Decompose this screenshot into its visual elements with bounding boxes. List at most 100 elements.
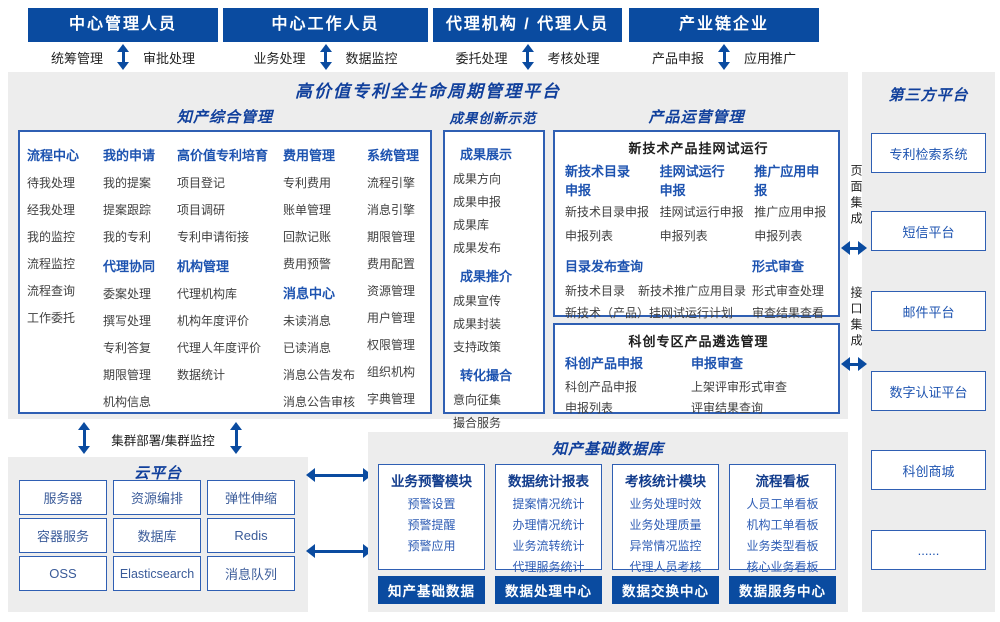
menu-item: 工作委托 bbox=[27, 311, 76, 325]
module-item: 办理情况统计 bbox=[512, 518, 585, 532]
group-header: 成果推介 bbox=[460, 269, 513, 284]
menu-item: 申报列表 bbox=[565, 229, 614, 243]
group-header: 推广应用申报 bbox=[754, 164, 820, 198]
menu-item: 我的专利 bbox=[103, 230, 152, 244]
menu-item: 项目调研 bbox=[177, 203, 226, 217]
menu-item: 流程引擎 bbox=[367, 176, 416, 190]
group-header: 高价值专利培育 bbox=[177, 148, 269, 163]
data-library-grid: 业务预警模块 预警设置 预警提醒 预警应用 知产基础数据 数据统计报表 提案情况… bbox=[378, 464, 838, 604]
ops-column: 新技术目录申报 新技术目录申报 申报列表 bbox=[565, 162, 660, 248]
role-agency: 代理机构 / 代理人员 委托处理 考核处理 bbox=[433, 8, 622, 71]
horizontal-double-arrow-icon bbox=[306, 544, 372, 558]
vertical-double-arrow-icon bbox=[718, 44, 730, 70]
menu-item: 消息引擎 bbox=[367, 203, 416, 217]
group-header: 转化撮合 bbox=[460, 368, 513, 383]
module-item: 预警应用 bbox=[407, 539, 456, 553]
section-title-product-ops: 产品运营管理 bbox=[648, 109, 745, 126]
role-action-label: 产品申报 bbox=[651, 50, 704, 66]
data-footer-badge: 知产基础数据 bbox=[378, 576, 485, 604]
ops-column: 推广应用申报 推广应用申报 申报列表 bbox=[754, 162, 832, 248]
menu-item: 组织机构 bbox=[367, 365, 416, 379]
ops-column: 申报审查 上架评审形式审查 评审结果查询 bbox=[691, 354, 787, 419]
menu-item: 申报列表 bbox=[754, 229, 803, 243]
menu-item: 上架评审形式审查 bbox=[691, 380, 788, 394]
module-item: 代理服务统计 bbox=[512, 560, 585, 574]
ip-column: 费用管理 专利费用 账单管理 回款记账 费用预警 消息中心 未读消息 已读消息 … bbox=[283, 142, 367, 412]
section-title-ip-management: 知产综合管理 bbox=[176, 109, 273, 126]
data-module: 数据统计报表 提案情况统计 办理情况统计 业务流转统计 代理服务统计 数据处理中… bbox=[495, 464, 602, 604]
menu-item: 项目登记 bbox=[177, 176, 226, 190]
menu-item: 委案处理 bbox=[103, 287, 152, 301]
group-header: 系统管理 bbox=[367, 148, 420, 163]
ops-review-group: 形式审查 形式审查处理 审查结果查看 bbox=[752, 257, 824, 324]
module-item: 核心业务看板 bbox=[746, 560, 819, 574]
menu-item: 成果申报 bbox=[453, 195, 502, 209]
module-item: 异常情况监控 bbox=[629, 539, 702, 553]
sub-box-title: 科创专区产品遴选管理 bbox=[628, 334, 769, 349]
cloud-service: 数据库 bbox=[113, 518, 201, 553]
menu-item: 专利申请衔接 bbox=[177, 230, 250, 244]
data-module: 考核统计模块 业务处理时效 业务处理质量 异常情况监控 代理人员考核 数据交换中… bbox=[612, 464, 719, 604]
menu-item: 新技术（产品）挂网试运行计划 bbox=[565, 306, 734, 320]
module-item: 人员工单看板 bbox=[746, 497, 819, 511]
cloud-service: Elasticsearch bbox=[113, 556, 201, 591]
vertical-double-arrow-icon bbox=[521, 44, 534, 70]
cloud-service: 容器服务 bbox=[19, 518, 107, 553]
menu-item: 代理机构库 bbox=[177, 287, 238, 301]
group-header: 新技术目录申报 bbox=[565, 164, 631, 198]
group-header: 挂网试运行申报 bbox=[659, 164, 725, 198]
menu-item: 我的监控 bbox=[27, 230, 76, 244]
module-item: 提案情况统计 bbox=[512, 497, 585, 511]
third-party-item: 数字认证平台 bbox=[871, 371, 986, 411]
menu-item: 用户管理 bbox=[367, 311, 416, 325]
module-header: 业务预警模块 bbox=[391, 474, 472, 489]
group-header: 目录发布查询 bbox=[565, 259, 644, 274]
group-header: 机构管理 bbox=[177, 259, 230, 274]
third-party-item: 科创商城 bbox=[871, 450, 986, 490]
menu-item: 专利答复 bbox=[103, 341, 152, 355]
menu-item: 账单管理 bbox=[283, 203, 332, 217]
api-integration-label: 接口集成 bbox=[849, 286, 863, 350]
menu-item: 已读消息 bbox=[283, 341, 332, 355]
role-title: 产业链企业 bbox=[629, 8, 819, 42]
section-title-data-library: 知产基础数据库 bbox=[551, 441, 664, 458]
ops-column: 挂网试运行申报 挂网试运行申报 申报列表 bbox=[660, 162, 755, 248]
ops-selection-box: 科创专区产品遴选管理 科创产品申报 科创产品申报 申报列表 申报审查 上架评审形… bbox=[553, 323, 840, 415]
menu-item: 机构信息 bbox=[103, 395, 152, 409]
module-header: 数据统计报表 bbox=[508, 474, 589, 489]
menu-item: 费用预警 bbox=[283, 257, 332, 271]
cloud-service: 消息队列 bbox=[207, 556, 295, 591]
menu-item: 撰写处理 bbox=[103, 314, 152, 328]
menu-item: 代理人年度评价 bbox=[177, 341, 262, 355]
menu-item: 期限管理 bbox=[367, 230, 416, 244]
menu-item: 意向征集 bbox=[453, 393, 502, 407]
section-title-third-party: 第三方平台 bbox=[888, 87, 969, 104]
module-item: 机构工单看板 bbox=[746, 518, 819, 532]
data-footer-badge: 数据处理中心 bbox=[495, 576, 602, 604]
menu-item: 回款记账 bbox=[283, 230, 332, 244]
module-item: 业务处理时效 bbox=[629, 497, 702, 511]
menu-item: 待我处理 bbox=[27, 176, 76, 190]
cloud-service: Redis bbox=[207, 518, 295, 553]
role-action-label: 考核处理 bbox=[547, 50, 600, 66]
vertical-double-arrow-icon bbox=[78, 422, 90, 454]
role-action-label: 委托处理 bbox=[455, 50, 508, 66]
menu-item: 资源管理 bbox=[367, 284, 416, 298]
group-header: 代理协同 bbox=[103, 259, 156, 274]
ip-column: 高价值专利培育 项目登记 项目调研 专利申请衔接 机构管理 代理机构库 机构年度… bbox=[177, 142, 283, 412]
achievements-box: 成果展示 成果方向 成果申报 成果库 成果发布 成果推介 成果宣传 成果封装 支… bbox=[443, 130, 545, 453]
vertical-double-arrow-icon bbox=[230, 422, 242, 454]
menu-item: 流程监控 bbox=[27, 257, 76, 271]
group-header: 形式审查 bbox=[752, 259, 805, 274]
menu-item: 成果宣传 bbox=[453, 294, 502, 308]
role-action-label: 数据监控 bbox=[345, 50, 398, 66]
menu-item: 机构年度评价 bbox=[177, 314, 250, 328]
section-title-achievements: 成果创新示范 bbox=[449, 111, 537, 126]
menu-item: 形式审查处理 bbox=[752, 284, 825, 298]
module-item: 代理人员考核 bbox=[629, 560, 702, 574]
role-action-label: 统筹管理 bbox=[50, 50, 103, 66]
module-item: 预警提醒 bbox=[407, 518, 456, 532]
menu-item: 经我处理 bbox=[27, 203, 76, 217]
menu-item: 权限管理 bbox=[367, 338, 416, 352]
